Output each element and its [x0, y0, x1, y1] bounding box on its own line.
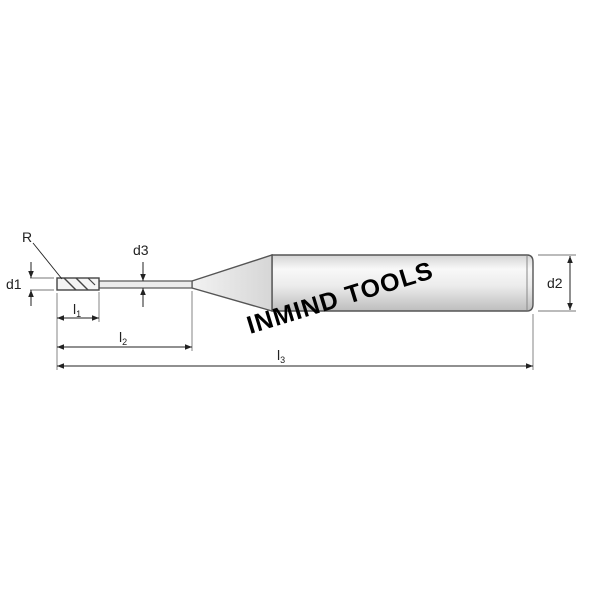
label-d3: d3 — [133, 242, 149, 258]
label-l2: l2 — [119, 329, 127, 347]
label-d2: d2 — [547, 275, 563, 291]
tool-body — [56, 254, 534, 312]
shank — [271, 254, 534, 312]
neck — [98, 280, 193, 289]
taper — [191, 254, 273, 312]
label-l3: l3 — [277, 347, 285, 365]
dimension-lines — [28, 242, 573, 369]
label-d1: d1 — [6, 276, 22, 292]
extension-lines — [30, 254, 576, 370]
label-radius: R — [22, 229, 32, 245]
label-l1: l1 — [73, 301, 81, 319]
